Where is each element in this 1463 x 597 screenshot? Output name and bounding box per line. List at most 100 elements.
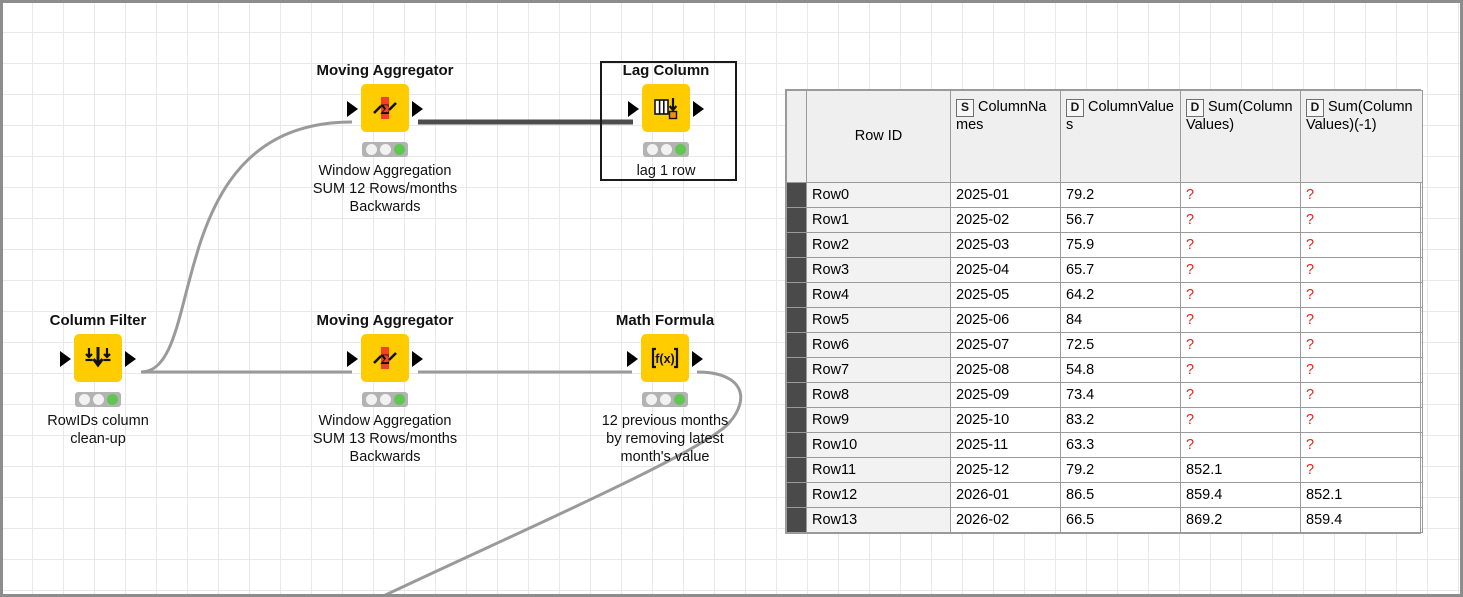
cell-columnnames: 2025-09 <box>950 382 1061 408</box>
cell-columnvalues: 66.5 <box>1060 507 1181 533</box>
cell-sum: ? <box>1180 382 1301 408</box>
cell-rowid: Row13 <box>806 507 951 533</box>
row-indicator-cell[interactable] <box>786 432 807 458</box>
cell-rowid: Row3 <box>806 257 951 283</box>
row-indicator-cell[interactable] <box>786 232 807 258</box>
cell-columnvalues: 79.2 <box>1060 457 1181 483</box>
node-icon-box[interactable]: f(x) <box>641 334 689 382</box>
status-idle-light <box>365 144 377 155</box>
missing-value: ? <box>1306 362 1315 378</box>
row-indicator-cell[interactable] <box>786 207 807 233</box>
input-port[interactable] <box>628 101 639 117</box>
type-string-icon: S <box>956 99 974 117</box>
column-filter-icon <box>85 347 111 368</box>
cell-columnvalues: 56.7 <box>1060 207 1181 233</box>
cell-rowid: Row10 <box>806 432 951 458</box>
row-indicator-cell[interactable] <box>786 332 807 358</box>
node-status-indicator <box>642 392 688 407</box>
status-configured-light <box>379 144 391 155</box>
moving-aggregator-icon: Σ <box>373 97 397 119</box>
math-formula-icon: f(x) <box>651 347 679 369</box>
missing-value: ? <box>1306 212 1315 228</box>
node-annotation: Window Aggregation SUM 12 Rows/months Ba… <box>312 163 458 215</box>
input-port[interactable] <box>60 351 71 367</box>
row-indicator-cell[interactable] <box>786 357 807 383</box>
missing-value: ? <box>1306 237 1315 253</box>
missing-value: ? <box>1186 287 1195 303</box>
cell-sum: ? <box>1180 307 1301 333</box>
input-port[interactable] <box>347 351 358 367</box>
output-port[interactable] <box>693 101 704 117</box>
node-moving-aggregator-top[interactable]: Moving Aggregator Σ Window Aggregation S… <box>310 63 460 216</box>
node-lag-column[interactable]: Lag Column lag 1 row <box>591 63 741 180</box>
cell-rowid: Row4 <box>806 282 951 308</box>
output-port[interactable] <box>412 351 423 367</box>
row-indicator-cell[interactable] <box>786 482 807 508</box>
row-indicator-cell[interactable] <box>786 282 807 308</box>
lag-column-icon <box>654 98 678 120</box>
status-executed-light <box>393 144 405 155</box>
output-port[interactable] <box>125 351 136 367</box>
column-header-rowid[interactable]: Row ID <box>806 90 951 183</box>
cell-sum-lag: ? <box>1300 382 1423 408</box>
missing-value: ? <box>1306 262 1315 278</box>
cell-columnnames: 2025-02 <box>950 207 1061 233</box>
row-indicator-cell[interactable] <box>786 182 807 208</box>
node-column-filter[interactable]: Column Filter RowIDs column clean-up <box>23 313 173 448</box>
node-moving-aggregator-bottom[interactable]: Moving Aggregator Σ Window Aggregation S… <box>310 313 460 466</box>
node-icon-box[interactable]: Σ <box>361 334 409 382</box>
row-indicator-cell[interactable] <box>786 407 807 433</box>
input-port[interactable] <box>347 101 358 117</box>
cell-sum: ? <box>1180 282 1301 308</box>
cell-sum: ? <box>1180 357 1301 383</box>
missing-value: ? <box>1186 187 1195 203</box>
node-icon-box[interactable]: Σ <box>361 84 409 132</box>
row-indicator-cell[interactable] <box>786 457 807 483</box>
node-icon-box[interactable] <box>642 84 690 132</box>
input-port[interactable] <box>627 351 638 367</box>
moving-aggregator-icon: Σ <box>373 347 397 369</box>
cell-columnnames: 2026-02 <box>950 507 1061 533</box>
node-status-indicator <box>75 392 121 407</box>
row-indicator-cell[interactable] <box>786 257 807 283</box>
cell-sum-lag: ? <box>1300 332 1423 358</box>
type-double-icon: D <box>1186 99 1204 117</box>
cell-columnvalues: 64.2 <box>1060 282 1181 308</box>
missing-value: ? <box>1186 412 1195 428</box>
missing-value: ? <box>1306 387 1315 403</box>
status-configured-light <box>659 394 671 405</box>
cell-sum: ? <box>1180 332 1301 358</box>
output-port[interactable] <box>412 101 423 117</box>
cell-columnvalues: 72.5 <box>1060 332 1181 358</box>
node-status-indicator <box>362 142 408 157</box>
cell-columnnames: 2025-07 <box>950 332 1061 358</box>
status-executed-light <box>106 394 118 405</box>
row-indicator-cell[interactable] <box>786 507 807 533</box>
node-icon-box[interactable] <box>74 334 122 382</box>
row-indicator-cell[interactable] <box>786 307 807 333</box>
output-port[interactable] <box>692 351 703 367</box>
cell-rowid: Row7 <box>806 357 951 383</box>
node-math-formula[interactable]: Math Formula f(x) 12 previous months by … <box>590 313 740 466</box>
missing-value: ? <box>1306 312 1315 328</box>
row-indicator-cell[interactable] <box>786 382 807 408</box>
